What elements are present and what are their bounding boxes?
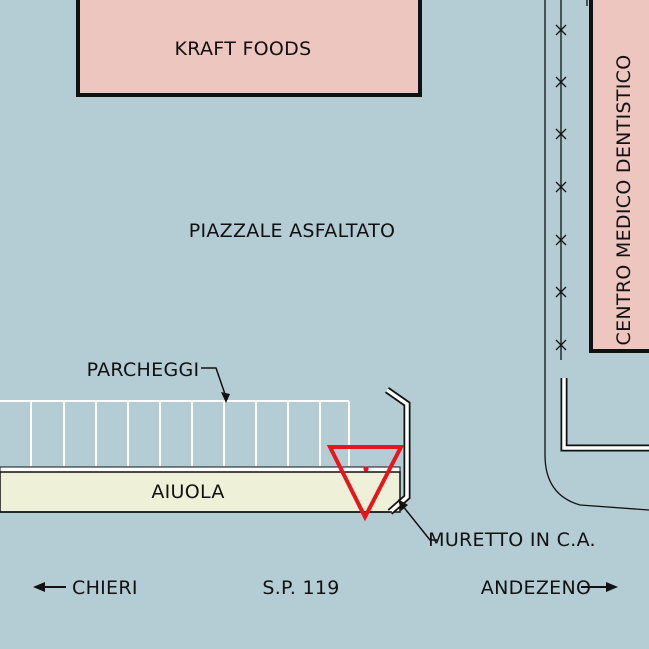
fence-cross-icon [555, 24, 567, 36]
flowerbed-label: AIUOLA [151, 481, 224, 503]
road-name-label: S.P. 119 [262, 577, 339, 599]
warning-triangle-icon[interactable] [326, 445, 405, 522]
fence-cross-icon [555, 128, 567, 140]
wall-leader-arrowhead [398, 499, 408, 511]
kraft-foods-building[interactable] [76, 0, 422, 97]
west-destination-label: CHIERI [72, 577, 138, 599]
fence-cross-marks [555, 24, 567, 351]
parking-leader-line [201, 367, 227, 398]
parking-leader-arrowhead [221, 392, 230, 403]
fence-cross-icon [555, 76, 567, 88]
dental-center-building[interactable] [589, 0, 649, 353]
property-boundary-line [544, 0, 649, 511]
yard-label: PIAZZALE ASFALTATO [189, 220, 396, 242]
east-destination-label: ANDEZENO [481, 577, 591, 599]
side-wall [562, 378, 649, 450]
retaining-wall[interactable] [385, 388, 409, 514]
fence-cross-icon [555, 181, 567, 193]
wall-leader-line [401, 504, 437, 541]
parking-stalls [0, 400, 350, 466]
kraft-foods-label: KRAFT FOODS [175, 38, 312, 60]
east-arrow-icon [606, 582, 618, 592]
fence-cross-icon [555, 234, 567, 246]
fence-cross-icon [555, 286, 567, 298]
warning-triangle-outline [326, 445, 405, 522]
west-arrow-icon [33, 582, 45, 592]
fence-cross-icon [555, 339, 567, 351]
wall-label: MURETTO IN C.A. [428, 529, 596, 551]
parking-label: PARCHEGGI [87, 359, 200, 381]
warning-triangle-center-dot [363, 466, 369, 472]
dental-center-label: CENTRO MEDICO DENTISTICO [613, 55, 635, 346]
